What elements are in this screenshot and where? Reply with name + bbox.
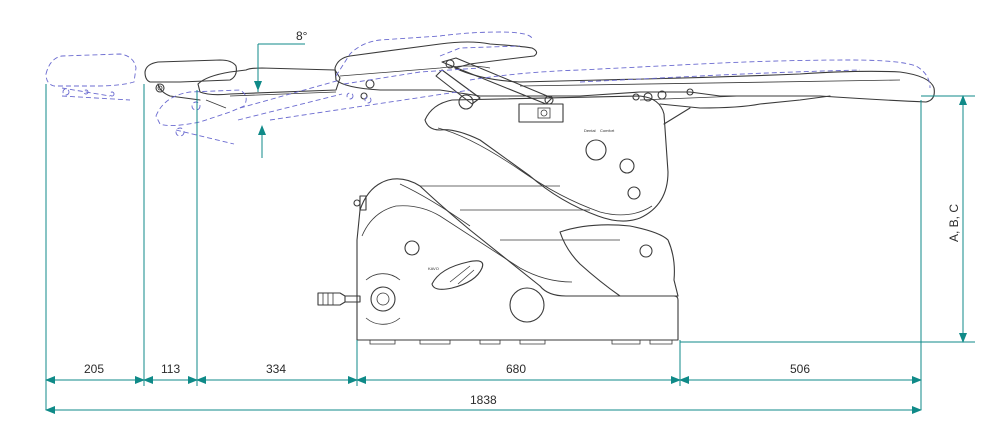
height-dimension: A, B, C (947, 95, 967, 343)
tilt-angle-dimension: 8° (254, 29, 308, 150)
panel-label-2: Comfort (600, 128, 615, 133)
height-label: A, B, C (947, 204, 961, 242)
dimension-neck: 113 (161, 362, 180, 376)
dimension-backrest: 334 (266, 362, 286, 376)
dimension-headrest: 205 (84, 362, 104, 376)
logo-text: KAVO (428, 266, 439, 271)
backrest-and-headrest (144, 59, 341, 109)
horizontal-dimensions: 205 113 334 680 506 1838 (45, 362, 922, 414)
rotation-knob (317, 273, 401, 325)
dimension-base: 680 (506, 362, 526, 376)
panel-label-1: Dental (584, 128, 596, 133)
dimension-legrest: 506 (790, 362, 810, 376)
alternate-positions (45, 31, 931, 145)
seat-and-legrest (334, 41, 935, 125)
lift-column: Dental Comfort (424, 95, 679, 297)
brand-logo: KAVO (428, 260, 484, 290)
dimension-total: 1838 (470, 393, 497, 407)
chair-base (353, 178, 679, 345)
angle-label: 8° (296, 29, 308, 43)
